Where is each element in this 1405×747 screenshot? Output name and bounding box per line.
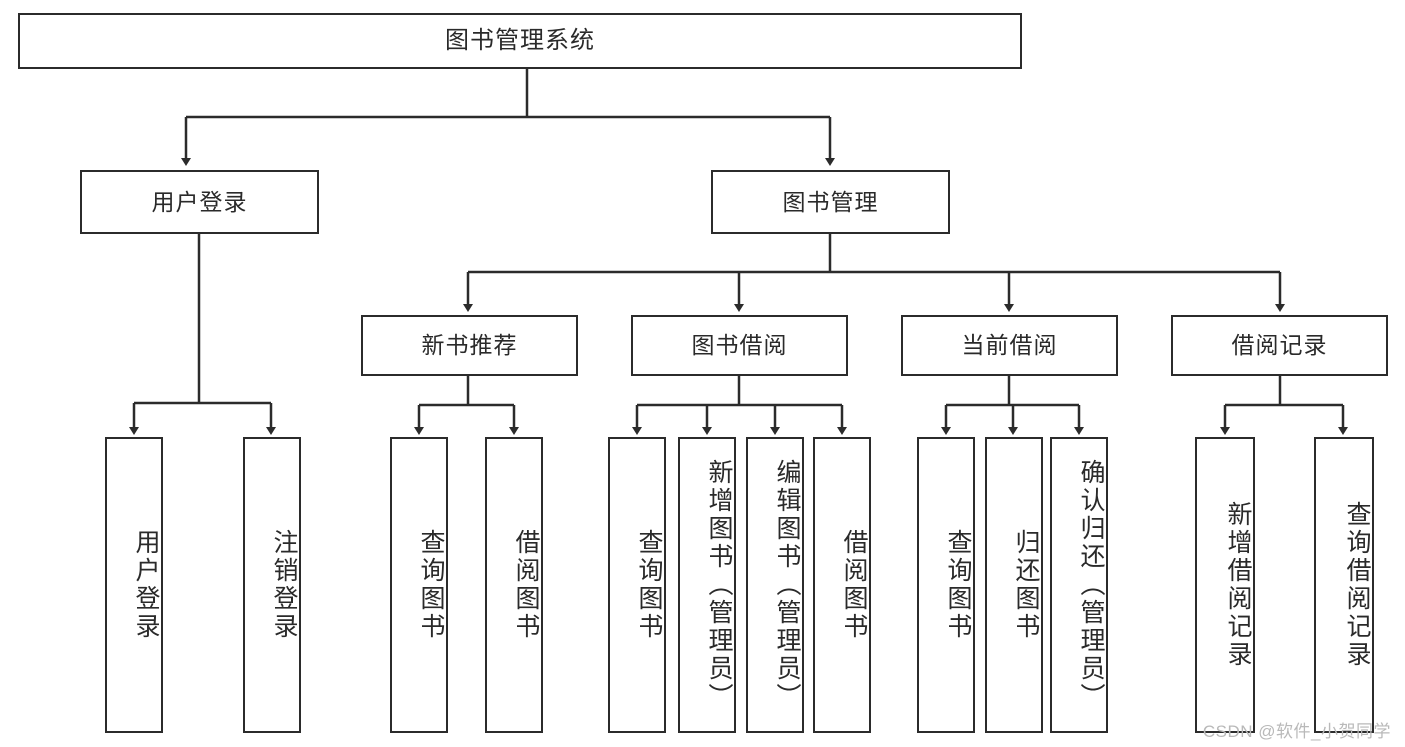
leaf-current-confirm-return-admin[interactable]: 确认归还（管理员） [1050,437,1108,733]
leaf-borrow-query-book[interactable]: 查询图书 [608,437,666,733]
leaf-borrow-borrow-book[interactable]: 借阅图书 [813,437,871,733]
node-label: 确认归还（管理员） [1077,459,1105,711]
node-label: 借阅记录 [1231,332,1328,359]
leaf-current-return-book[interactable]: 归还图书 [985,437,1043,733]
node-label: 用户登录 [132,529,160,641]
node-label: 用户登录 [151,188,248,215]
leaf-user-login-logout[interactable]: 注销登录 [243,437,301,733]
node-label: 归还图书 [1012,529,1040,641]
node-label: 借阅图书 [512,529,540,641]
node-label: 查询图书 [417,529,445,641]
leaf-borrow-add-book-admin[interactable]: 新增图书（管理员） [678,437,736,733]
node-label: 图书管理系统 [445,27,595,55]
leaf-user-login-login[interactable]: 用户登录 [105,437,163,733]
node-label: 注销登录 [270,529,298,641]
node-label: 新书推荐 [421,332,518,359]
node-label: 编辑图书（管理员） [773,459,801,711]
leaf-recommend-query-book[interactable]: 查询图书 [390,437,448,733]
node-label: 新增借阅记录 [1224,501,1252,669]
node-label: 图书借阅 [691,332,788,359]
node-label: 新增图书（管理员） [705,459,733,711]
leaf-borrow-edit-book-admin[interactable]: 编辑图书（管理员） [746,437,804,733]
node-new-book-recommend[interactable]: 新书推荐 [361,315,578,376]
leaf-recommend-borrow-book[interactable]: 借阅图书 [485,437,543,733]
leaf-record-query-record[interactable]: 查询借阅记录 [1314,437,1374,733]
node-label: 当前借阅 [961,332,1058,359]
node-label: 查询图书 [944,529,972,641]
node-borrow-record[interactable]: 借阅记录 [1171,315,1388,376]
node-book-borrow[interactable]: 图书借阅 [631,315,848,376]
node-current-borrow[interactable]: 当前借阅 [901,315,1118,376]
node-label: 图书管理 [782,188,879,215]
leaf-record-add-record[interactable]: 新增借阅记录 [1195,437,1255,733]
leaf-current-query-book[interactable]: 查询图书 [917,437,975,733]
node-user-login[interactable]: 用户登录 [80,170,319,234]
csdn-watermark: CSDN @软件_小贺同学 [1202,722,1391,741]
node-label: 查询借阅记录 [1343,501,1371,669]
node-label: 查询图书 [635,529,663,641]
node-root-system[interactable]: 图书管理系统 [18,13,1022,69]
node-book-management[interactable]: 图书管理 [711,170,950,234]
node-label: 借阅图书 [840,529,868,641]
